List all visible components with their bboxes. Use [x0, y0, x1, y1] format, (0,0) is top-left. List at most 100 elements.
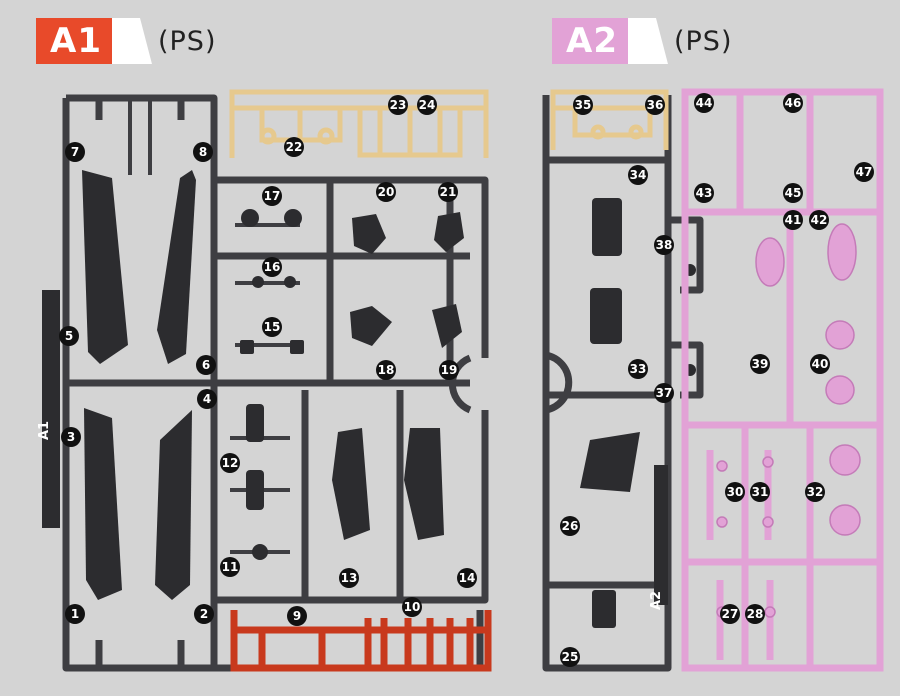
part-number-label: 46 — [785, 96, 802, 110]
part-number-label: 17 — [264, 189, 281, 203]
part-number-label: 24 — [419, 98, 436, 112]
part-number-marker: 9 — [287, 606, 307, 626]
part-number-label: 37 — [656, 386, 673, 400]
runner-code-a1: A1 — [36, 18, 112, 64]
part-number-label: 42 — [811, 213, 828, 227]
part-number-label: 32 — [807, 485, 824, 499]
runner-frame-red — [230, 610, 492, 672]
part-number-marker: 28 — [745, 604, 765, 624]
part-number-marker: 12 — [220, 453, 240, 473]
part-markers: 1 2 3 4 5 6 7 8 9 10 11 12 13 14 15 16 1… — [59, 93, 874, 667]
part-number-label: 21 — [440, 185, 457, 199]
runner-side-label-a1: A1 — [37, 421, 52, 440]
part-number-label: 6 — [202, 358, 210, 372]
part-number-label: 33 — [630, 362, 647, 376]
part-number-label: 11 — [222, 560, 239, 574]
part-number-marker: 31 — [750, 482, 770, 502]
part-number-marker: 43 — [694, 183, 714, 203]
part-number-label: 23 — [390, 98, 407, 112]
part-number-marker: 26 — [560, 516, 580, 536]
part-number-label: 38 — [656, 238, 673, 252]
part-number-label: 47 — [856, 165, 873, 179]
part-number-marker: 17 — [262, 186, 282, 206]
part-number-marker: 45 — [783, 183, 803, 203]
part-number-marker: 16 — [262, 257, 282, 277]
part-number-marker: 42 — [809, 210, 829, 230]
part-number-label: 18 — [378, 363, 395, 377]
part-number-label: 30 — [727, 485, 744, 499]
part-number-label: 5 — [65, 329, 73, 343]
part-number-label: 44 — [696, 96, 713, 110]
part-number-label: 20 — [378, 185, 395, 199]
part-number-label: 36 — [647, 98, 664, 112]
part-shapes-pink — [716, 223, 861, 618]
part-number-label: 31 — [752, 485, 769, 499]
part-number-marker: 39 — [750, 354, 770, 374]
part-number-marker: 44 — [694, 93, 714, 113]
part-number-marker: 1 — [65, 604, 85, 624]
part-number-marker: 35 — [573, 95, 593, 115]
material-label-a1: (PS) — [157, 25, 217, 57]
part-number-marker: 13 — [339, 568, 359, 588]
part-number-label: 14 — [459, 571, 476, 585]
material-label-a2: (PS) — [673, 25, 733, 57]
part-number-label: 22 — [286, 140, 303, 154]
part-number-marker: 22 — [284, 137, 304, 157]
part-number-marker: 41 — [783, 210, 803, 230]
part-number-label: 45 — [785, 186, 802, 200]
part-number-label: 26 — [562, 519, 579, 533]
runner-frame-pink — [681, 88, 884, 672]
part-number-label: 39 — [752, 357, 769, 371]
runner-frame-a1 — [62, 94, 489, 672]
part-number-marker: 38 — [654, 235, 674, 255]
part-number-marker: 19 — [439, 360, 459, 380]
part-number-marker: 47 — [854, 162, 874, 182]
part-number-marker: 32 — [805, 482, 825, 502]
part-number-marker: 18 — [376, 360, 396, 380]
part-number-label: 8 — [199, 145, 207, 159]
part-number-label: 15 — [264, 320, 281, 334]
runner-tag-a2: A2 (PS) — [552, 18, 732, 64]
part-number-label: 1 — [71, 607, 79, 621]
part-number-marker: 21 — [438, 182, 458, 202]
part-number-marker: 30 — [725, 482, 745, 502]
part-number-label: 41 — [785, 213, 802, 227]
part-number-marker: 2 — [194, 604, 214, 624]
part-number-marker: 11 — [220, 557, 240, 577]
part-number-marker: 33 — [628, 359, 648, 379]
part-number-marker: 6 — [196, 355, 216, 375]
part-number-marker: 5 — [59, 326, 79, 346]
part-number-label: 34 — [630, 168, 647, 182]
part-number-label: 2 — [200, 607, 208, 621]
part-number-marker: 8 — [193, 142, 213, 162]
part-number-label: 40 — [812, 357, 829, 371]
runner-side-label-a2: A2 — [649, 591, 664, 610]
part-shapes-a2 — [580, 198, 696, 628]
part-number-marker: 24 — [417, 95, 437, 115]
part-number-marker: 23 — [388, 95, 408, 115]
part-number-marker: 3 — [61, 427, 81, 447]
part-number-marker: 14 — [457, 568, 477, 588]
part-number-marker: 27 — [720, 604, 740, 624]
part-number-marker: 10 — [402, 597, 422, 617]
part-number-marker: 20 — [376, 182, 396, 202]
part-number-label: 16 — [264, 260, 281, 274]
part-number-marker: 40 — [810, 354, 830, 374]
part-number-marker: 25 — [560, 647, 580, 667]
part-number-label: 3 — [67, 430, 75, 444]
part-number-marker: 36 — [645, 95, 665, 115]
runner-code-a2: A2 — [552, 18, 628, 64]
runner-frame-cream — [229, 89, 489, 158]
part-number-label: 12 — [222, 456, 239, 470]
part-number-marker: 15 — [262, 317, 282, 337]
part-number-marker: 46 — [783, 93, 803, 113]
part-number-label: 13 — [341, 571, 358, 585]
part-number-label: 19 — [441, 363, 458, 377]
runner-frame-cream-a2 — [550, 89, 669, 150]
part-number-marker: 7 — [65, 142, 85, 162]
part-number-marker: 37 — [654, 383, 674, 403]
part-number-label: 4 — [203, 392, 211, 406]
part-number-label: 35 — [575, 98, 592, 112]
part-number-label: 10 — [404, 600, 421, 614]
